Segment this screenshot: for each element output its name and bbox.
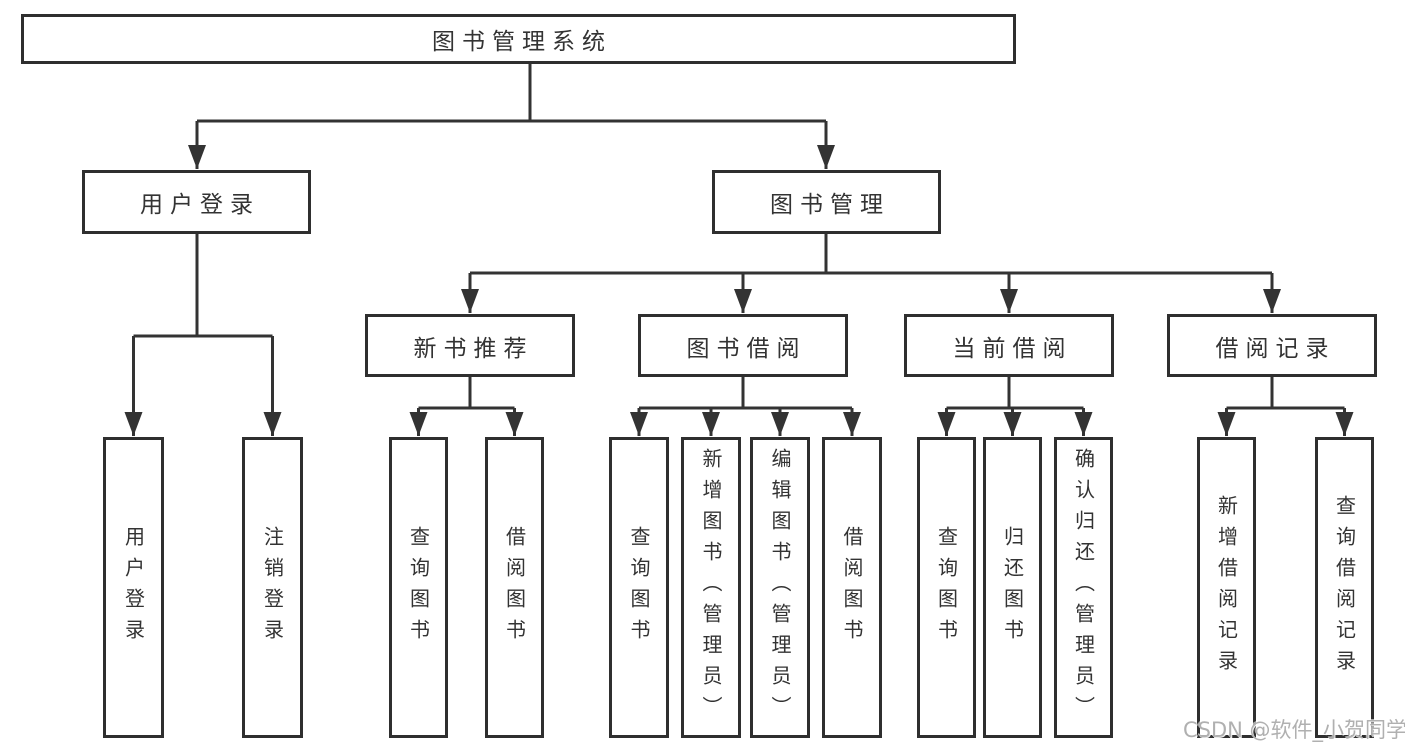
leaf-confirm-return-admin-label: 确认归还（管理员） [1071, 448, 1096, 727]
leaf-query-borrow-record: 查询借阅记录 [1315, 437, 1374, 738]
leaf-add-book-admin-label: 新增图书（管理员） [699, 448, 723, 727]
connector-current-borrow-rail [946, 377, 1084, 410]
leaf-edit-book-admin: 编辑图书（管理员） [750, 437, 810, 738]
connector-book-borrow-rail [639, 377, 852, 410]
node-current-borrowing-label: 当前借阅 [952, 335, 1073, 362]
leaf-borrow-books-1: 借阅图书 [485, 437, 544, 738]
leaf-query-books-3-label: 查询图书 [934, 525, 959, 650]
node-new-book-recommendation: 新书推荐 [365, 314, 575, 377]
leaf-user-login-label: 用户登录 [121, 525, 146, 650]
node-book-management: 图书管理 [712, 170, 941, 234]
leaf-query-books-2-label: 查询图书 [627, 525, 651, 650]
connector-book-mgmt-rail [470, 234, 1272, 275]
node-library-system: 图书管理系统 [21, 14, 1016, 64]
node-library-system-label: 图书管理系统 [432, 29, 612, 55]
node-borrowing-records: 借阅记录 [1167, 314, 1377, 377]
leaf-confirm-return-admin: 确认归还（管理员） [1054, 437, 1113, 738]
node-borrowing-records-label: 借阅记录 [1215, 335, 1336, 362]
node-book-management-label: 图书管理 [770, 192, 890, 218]
leaf-borrow-books-1-label: 借阅图书 [502, 525, 527, 650]
leaf-query-books-3: 查询图书 [917, 437, 976, 738]
leaf-return-book: 归还图书 [983, 437, 1042, 738]
leaf-add-borrow-record: 新增借阅记录 [1197, 437, 1256, 738]
node-user-login: 用户登录 [82, 170, 311, 234]
connector-new-book-rail [418, 377, 515, 410]
leaf-query-borrow-record-label: 查询借阅记录 [1332, 494, 1357, 681]
leaf-logout-label: 注销登录 [260, 525, 285, 650]
node-user-login-label: 用户登录 [140, 192, 260, 218]
node-current-borrowing: 当前借阅 [904, 314, 1114, 377]
leaf-query-books-1-label: 查询图书 [406, 525, 431, 650]
leaf-borrow-books-2: 借阅图书 [822, 437, 882, 738]
leaf-edit-book-admin-label: 编辑图书（管理员） [768, 448, 792, 727]
leaf-add-borrow-record-label: 新增借阅记录 [1214, 494, 1239, 681]
connector-root-rail [197, 64, 826, 123]
leaf-add-book-admin: 新增图书（管理员） [681, 437, 741, 738]
csdn-watermark: CSDN @软件_小贺同学 [1183, 718, 1405, 742]
leaf-query-books-1: 查询图书 [389, 437, 448, 738]
leaf-return-book-label: 归还图书 [1000, 525, 1025, 650]
connector-borrow-records-rail [1226, 377, 1345, 410]
node-book-borrowing: 图书借阅 [638, 314, 848, 377]
leaf-user-login: 用户登录 [103, 437, 164, 738]
node-new-book-recommendation-label: 新书推荐 [413, 335, 534, 362]
leaf-logout: 注销登录 [242, 437, 303, 738]
leaf-borrow-books-2-label: 借阅图书 [840, 525, 864, 650]
node-book-borrowing-label: 图书借阅 [686, 335, 807, 362]
leaf-query-books-2: 查询图书 [609, 437, 669, 738]
connector-user-login-rail [133, 234, 273, 338]
